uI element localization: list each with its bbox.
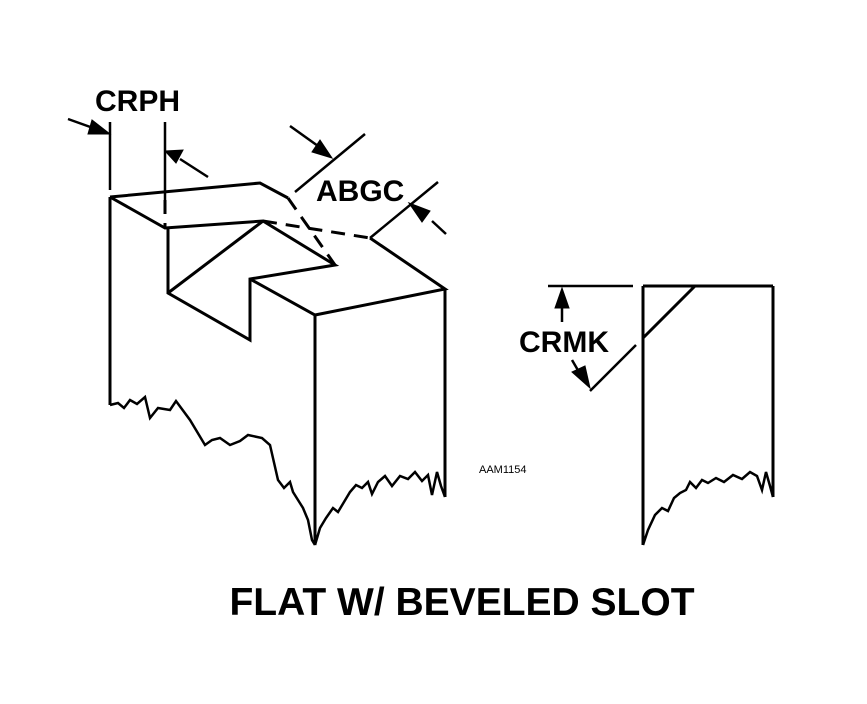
image-id-label: AAM1154	[479, 464, 527, 476]
crmk-extension-bevel	[589, 344, 637, 392]
hidden-edge-abgc	[262, 219, 371, 240]
abgc-label: ABGC	[316, 175, 404, 208]
crmk-arrow-top-icon	[554, 286, 570, 309]
crmk-arrow-bottom-icon	[571, 365, 591, 390]
block-top-back-edge	[109, 181, 289, 200]
block-top-right-edge	[249, 236, 449, 317]
abgc-arrow-upper-icon	[311, 139, 334, 159]
crph-leader-right	[179, 157, 209, 179]
section-bevel-edge	[641, 284, 697, 340]
block-break-line-left	[109, 394, 317, 546]
abgc-dimension: ABGC	[289, 124, 447, 239]
block-top-outline	[109, 195, 340, 343]
crph-dimension: CRPH	[67, 85, 209, 200]
isometric-block	[108, 181, 449, 546]
abgc-arrow-lower-icon	[407, 201, 431, 223]
slot-bevel-edge	[167, 219, 264, 295]
crmk-dimension: CRMK	[519, 284, 637, 392]
section-break-line	[641, 470, 775, 546]
crph-arrow-right-icon	[163, 149, 184, 164]
abgc-extension-lower	[369, 181, 439, 239]
hidden-edge-slot	[286, 197, 337, 266]
diagram-title: FLAT W/ BEVELED SLOT	[229, 581, 694, 624]
side-section	[641, 284, 775, 546]
block-break-line-right	[313, 470, 447, 546]
crph-label: CRPH	[95, 85, 180, 118]
crph-arrow-left-icon	[87, 119, 112, 135]
abgc-leader-lower	[431, 220, 447, 235]
abgc-leader-upper	[289, 124, 319, 148]
crmk-label: CRMK	[519, 326, 609, 359]
abgc-extension-upper	[294, 133, 366, 193]
